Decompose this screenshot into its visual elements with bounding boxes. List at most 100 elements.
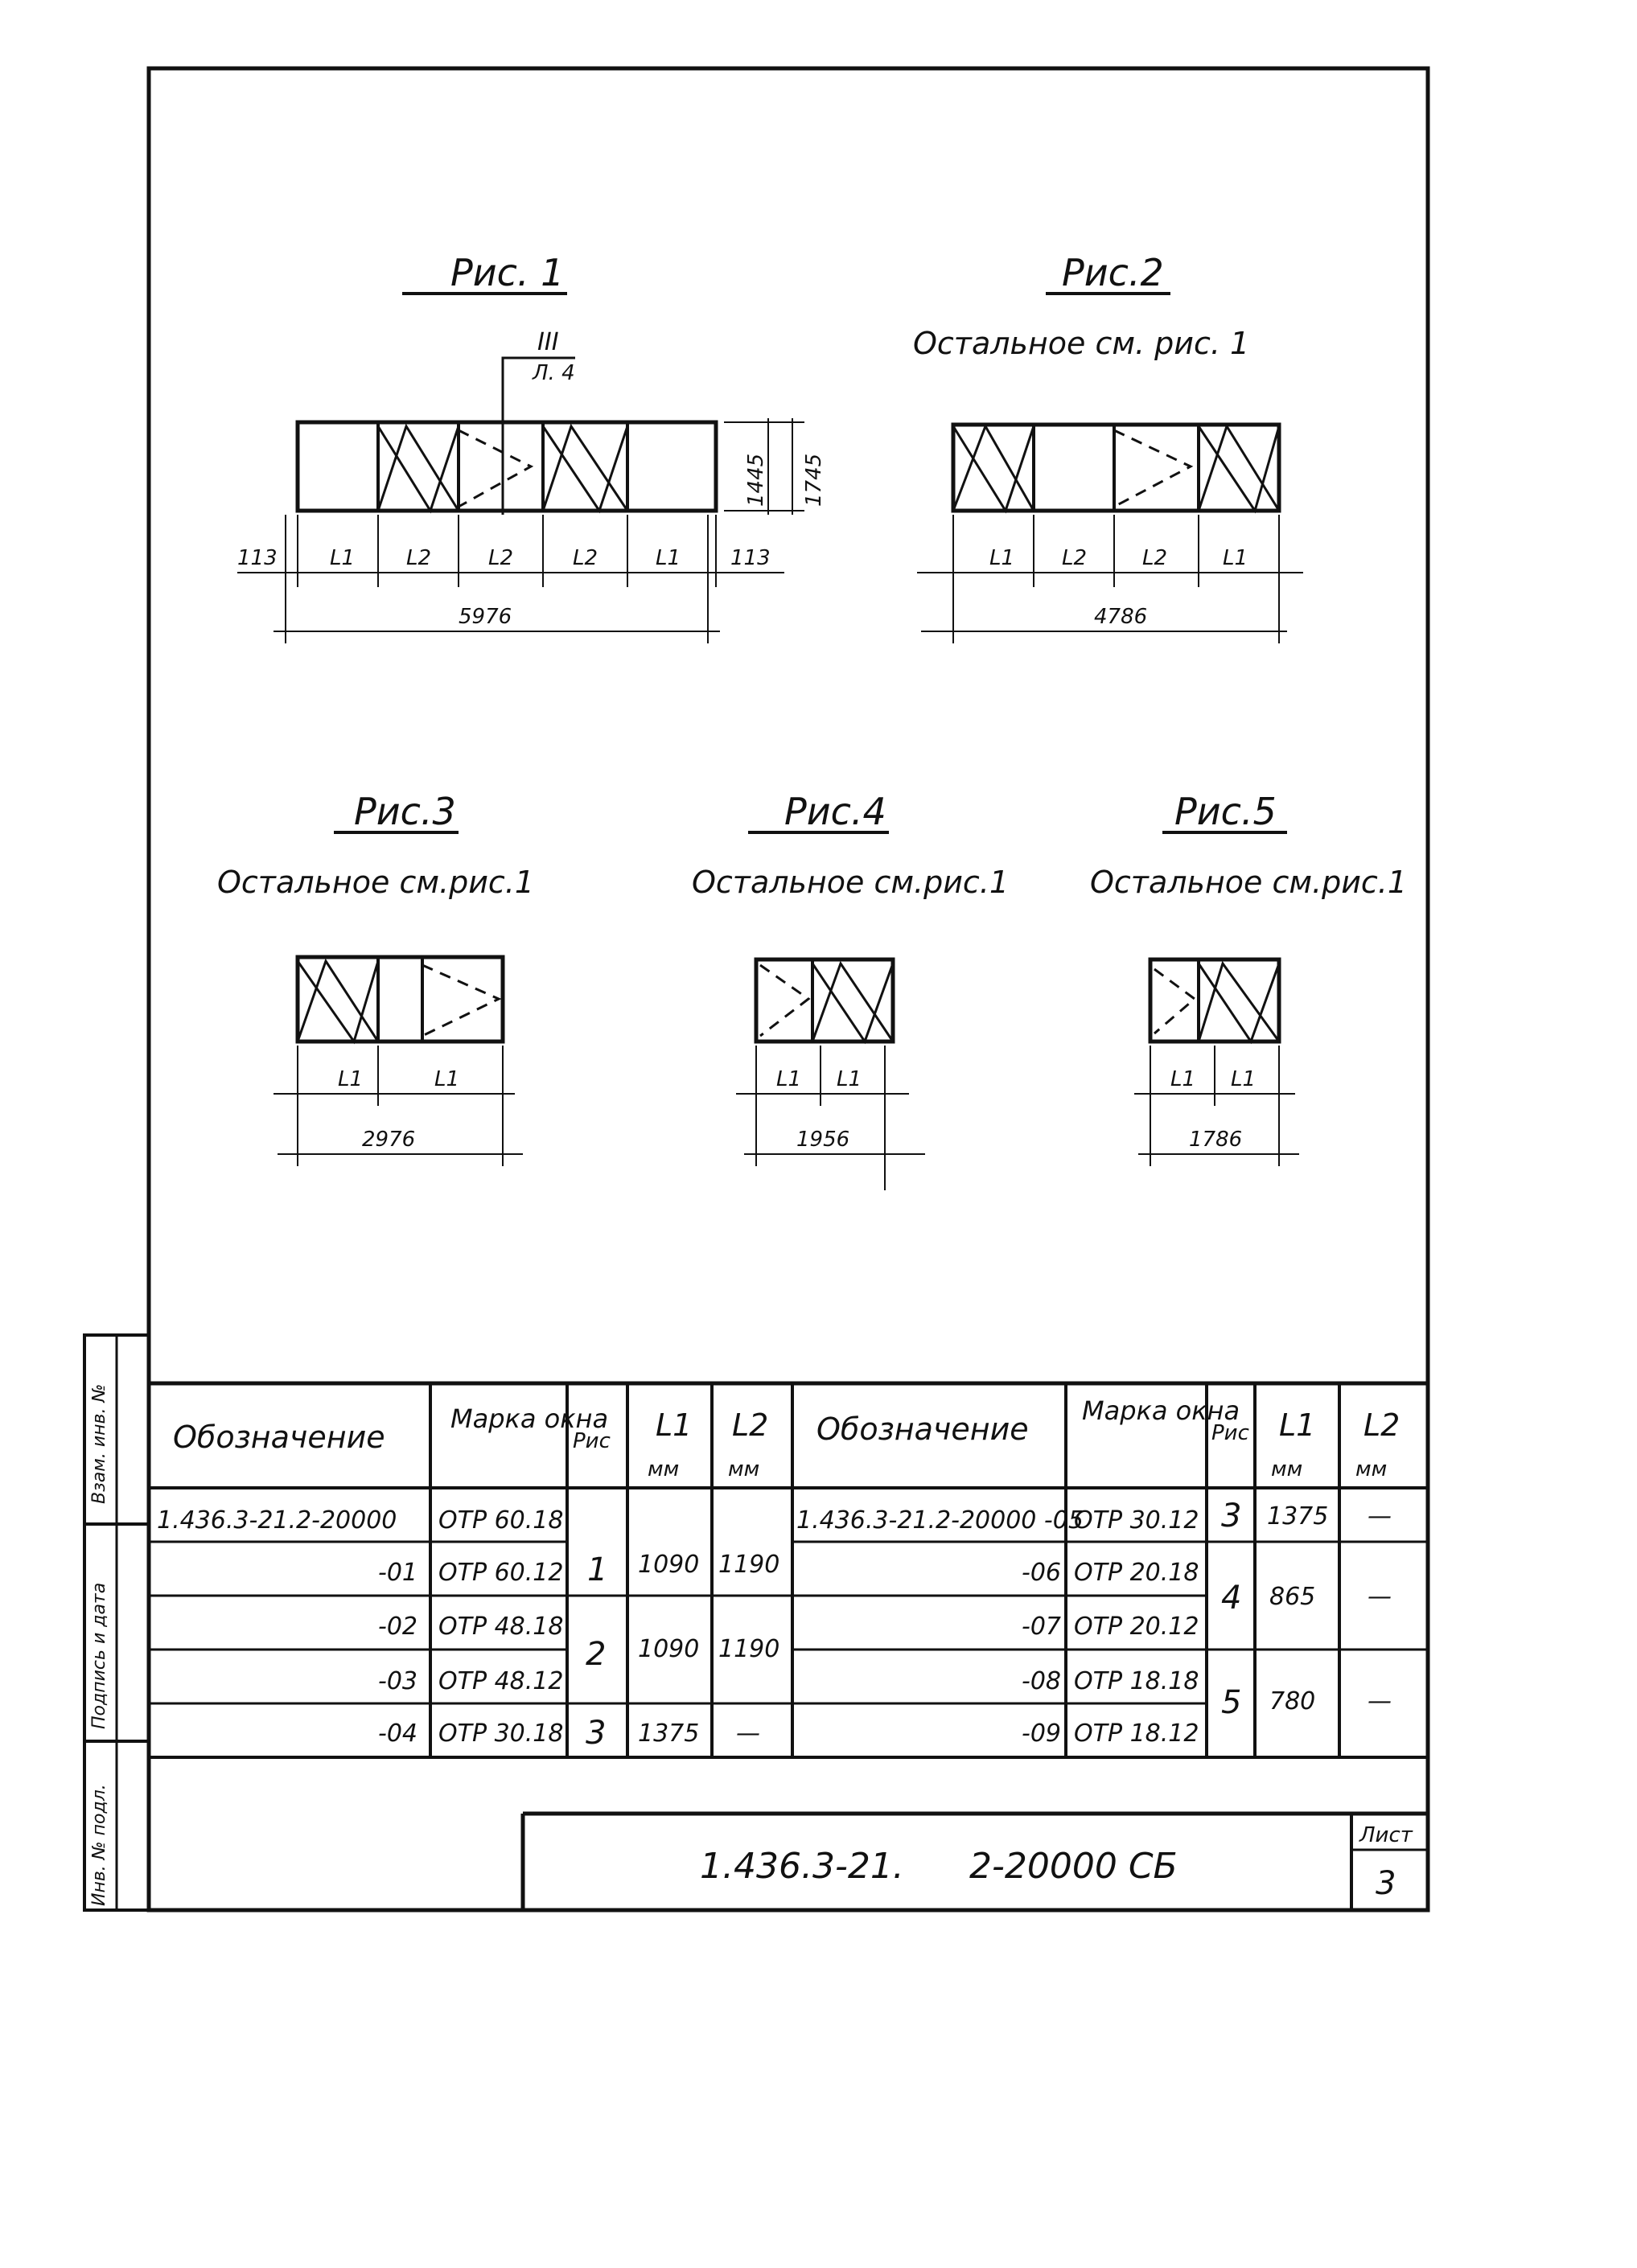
right-row-3-designation: -07 [1022,1613,1061,1641]
figure-4-note: Остальное см.рис.1 [692,865,1009,900]
left-row-4-designation: -03 [378,1667,417,1695]
figure-5: Рис.5 Остальное см.рис.1 L1 L1 1786 [1090,790,1407,1166]
th-mark-right: Марка окна [1082,1395,1240,1426]
fig5-seg-1: L1 [1170,1067,1195,1091]
fig1-height-outer: 1745 [802,454,826,507]
figure-2: Рис.2 Остальное см. рис. 1 L1 L2 L2 L1 4… [913,251,1303,643]
th-l2-unit-right: мм [1355,1457,1387,1481]
fig3-total: 2976 [362,1128,415,1152]
figure-2-title: Рис.2 [1062,251,1164,294]
left-row-4-mark: ОТР 48.12 [438,1667,563,1695]
right-group-1-l1: 1375 [1267,1502,1328,1530]
fig3-seg-1: L1 [338,1067,363,1091]
side-cell-replace: Взам. инв. № [89,1384,109,1504]
left-row-5-mark: ОТР 30.18 [438,1719,563,1748]
figure-4-title: Рис.4 [784,790,886,833]
left-row-3-designation: -02 [378,1613,417,1641]
th-mark-left: Марка окна [450,1403,608,1434]
th-l2-left: L2 [732,1407,768,1443]
left-group-2-l1: 1090 [638,1635,699,1663]
left-row-5-designation: -04 [378,1719,417,1748]
fig1-seg-2: L2 [406,546,431,570]
right-row-2-mark: ОТР 20.18 [1074,1559,1199,1587]
right-row-4-designation: -08 [1022,1667,1061,1695]
right-row-5-mark: ОТР 18.12 [1074,1719,1199,1748]
th-l1-right: L1 [1279,1407,1315,1443]
left-row-1-mark: ОТР 60.18 [438,1506,563,1535]
sheet-frame [146,66,1430,1913]
fig2-seg-1: L1 [989,546,1014,570]
right-group-3-l2: — [1368,1687,1392,1715]
fig2-total: 4786 [1094,605,1147,629]
side-cell-inv: Инв. № подл. [89,1784,109,1906]
right-row-3-mark: ОТР 20.12 [1074,1613,1199,1641]
left-row-2-designation: -01 [378,1559,417,1587]
figure-3-title: Рис.3 [354,790,456,833]
figure-4: Рис.4 Остальное см.рис.1 L1 L1 1956 [692,790,1009,1190]
right-row-1-designation: 1.436.3-21.2-20000 -05 [796,1506,1084,1535]
fig1-left-edge: 113 [237,546,278,570]
figure-3-note: Остальное см.рис.1 [217,865,534,900]
fig4-seg-2: L1 [837,1067,862,1091]
title-code: 1.436.3-21. [700,1846,904,1887]
fig2-seg-4: L1 [1223,546,1248,570]
fig1-height-inner: 1445 [744,454,768,507]
left-row-2-mark: ОТР 60.12 [438,1559,563,1587]
fig1-seg-4: L2 [573,546,598,570]
left-group-1-l2: 1190 [718,1551,779,1579]
right-row-5-designation: -09 [1022,1719,1061,1748]
right-row-1-mark: ОТР 30.12 [1074,1506,1199,1535]
th-l2-unit-left: мм [728,1457,759,1481]
left-group-3-l2: — [736,1719,760,1748]
sheet-number: 3 [1376,1865,1396,1902]
fig5-seg-2: L1 [1231,1067,1256,1091]
fig3-seg-2: L1 [434,1067,459,1091]
left-row-3-mark: ОТР 48.18 [438,1613,563,1641]
right-group-1-fig: 3 [1221,1498,1241,1535]
fig1-right-edge: 113 [730,546,771,570]
th-designation-left: Обозначение [173,1420,385,1455]
right-group-3-l1: 780 [1269,1687,1315,1715]
side-strip: Взам. инв. № Подпись и дата Инв. № подл. [83,1333,150,1912]
left-group-2-fig: 2 [586,1636,606,1673]
fig1-seg-5: L1 [656,546,681,570]
right-row-4-mark: ОТР 18.18 [1074,1667,1199,1695]
left-group-1-fig: 1 [587,1551,607,1588]
left-row-1-designation: 1.436.3-21.2-20000 [157,1506,397,1535]
fig1-total: 5976 [459,605,512,629]
figure-2-note: Остальное см. рис. 1 [913,326,1249,361]
right-group-3-fig: 5 [1221,1684,1241,1721]
fig1-seg-3: L2 [488,546,513,570]
spec-table: Обозначение Марка окна Рис L1 мм L2 мм О… [149,1381,1428,1759]
side-cell-signature: Подпись и дата [89,1583,109,1729]
th-l2-right: L2 [1363,1407,1400,1443]
sheet-label: Лист [1359,1823,1413,1847]
fig2-seg-2: L2 [1062,546,1087,570]
right-group-2-l1: 865 [1269,1583,1315,1611]
figure-5-note: Остальное см.рис.1 [1090,865,1407,900]
right-group-2-fig: 4 [1221,1580,1241,1617]
left-group-2-l2: 1190 [718,1635,779,1663]
section-sheet: Л. 4 [532,361,575,385]
left-group-3-fig: 3 [586,1715,606,1752]
right-row-2-designation: -06 [1022,1559,1061,1587]
fig5-total: 1786 [1189,1128,1242,1152]
th-l1-unit-right: мм [1271,1457,1302,1481]
figure-3: Рис.3 Остальное см.рис.1 L1 L1 2976 [217,790,534,1166]
section-numeral: III [537,328,559,356]
fig4-total: 1956 [796,1128,849,1152]
right-group-2-l2: — [1368,1583,1392,1611]
th-l1-left: L1 [656,1407,692,1443]
figure-1-title: Рис. 1 [450,251,564,294]
fig2-seg-3: L2 [1142,546,1167,570]
th-fig-right: Рис [1211,1421,1249,1445]
title-block: 1.436.3-21. 2-20000 СБ Лист 3 [520,1811,1428,1910]
th-l1-unit-left: мм [648,1457,679,1481]
left-group-3-l1: 1375 [638,1719,699,1748]
figure-1: Рис. 1 III Л. 4 1445 1745 [237,251,826,643]
figure-5-title: Рис.5 [1174,790,1277,833]
title-doc: 2-20000 СБ [969,1846,1178,1887]
fig1-seg-1: L1 [330,546,355,570]
left-group-1-l1: 1090 [638,1551,699,1579]
